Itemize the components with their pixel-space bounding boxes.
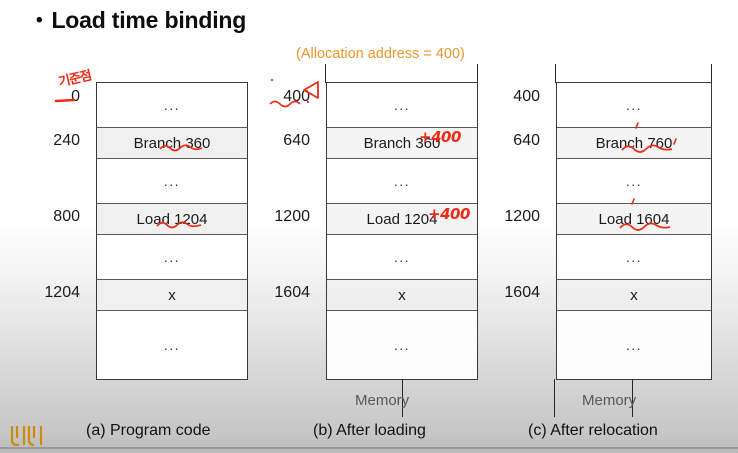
table-row: ... [327,83,477,127]
ink-korean-note: 기준점 [57,68,93,91]
table-row: Load 1204 [327,203,477,235]
memory-rail-right-top-c [711,64,712,83]
address-a-2: 800 [53,208,80,225]
university-logo [10,426,43,447]
memory-table-c: ... Branch 760 ... Load 1604 ... x ... [556,82,712,417]
address-b-3: 1604 [274,284,310,301]
table-row: ... [327,159,477,203]
memory-label-c: Memory [582,392,637,409]
memory-table-a: ... Branch 360 ... Load 1204 ... x ... [96,82,248,380]
memory-label-b: Memory [355,392,410,409]
table-row: x [97,279,247,311]
table-row: ... [97,311,247,379]
table-row: Branch 360 [327,127,477,159]
table-row: ... [327,311,477,379]
table-row: Load 1204 [97,203,247,235]
table-row: Branch 760 [557,127,711,159]
caption-a: (a) Program code [86,422,211,439]
table-row: ... [557,235,711,279]
address-b-1: 640 [283,132,310,149]
table-row: ... [327,235,477,279]
memory-rail-left-bot-c [632,379,633,417]
table-row: ... [97,235,247,279]
address-c-3: 1604 [504,284,540,301]
allocation-address-note: (Allocation address = 400) [296,46,465,62]
table-row: ... [557,83,711,127]
memory-rail-left-top-b [325,64,326,83]
address-a-0: 0 [71,88,80,105]
address-c-0: 400 [513,88,540,105]
address-b-0: 400 [283,88,310,105]
table-row: ... [557,311,711,379]
table-row: Load 1604 [557,203,711,235]
address-c-2: 1200 [504,208,540,225]
address-a-1: 240 [53,132,80,149]
memory-rail-right-bot-b [554,379,555,417]
memory-table-b: ... Branch 360 ... Load 1204 ... x ... [326,82,555,417]
table-row: ... [97,159,247,203]
page-title: • Load time binding [36,7,246,34]
memory-rail-left-bot-b [402,379,403,417]
memory-rail-left-top-c [555,64,556,83]
table-row: x [327,279,477,311]
footer-divider [0,447,738,449]
caption-b: (b) After loading [313,422,426,439]
memory-rail-right-top-b [477,64,478,83]
page-title-text: Load time binding [51,7,247,33]
table-row: ... [97,83,247,127]
address-b-2: 1200 [274,208,310,225]
address-c-1: 640 [513,132,540,149]
caption-c: (c) After relocation [528,422,658,439]
table-row: ... [557,159,711,203]
bullet-glyph: • [36,10,43,31]
table-row: Branch 360 [97,127,247,159]
address-a-3: 1204 [44,284,80,301]
table-row: x [557,279,711,311]
